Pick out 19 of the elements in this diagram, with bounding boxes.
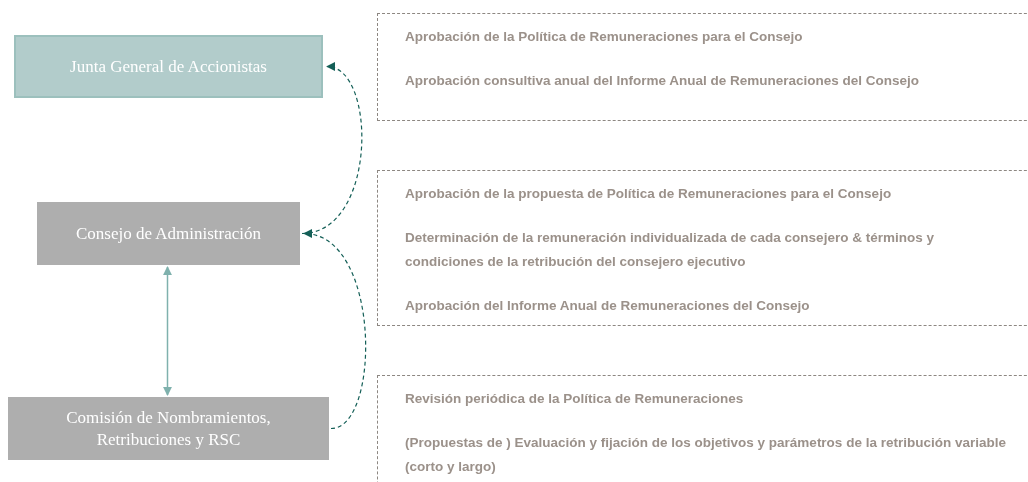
dashed-panel <box>377 13 1028 121</box>
process-box <box>37 202 300 265</box>
item-text: Aprobación consultiva anual del Informe Anual de Remuneraciones del Consejo <box>405 72 921 90</box>
arrow <box>163 266 172 396</box>
dashed-panel <box>377 375 1028 482</box>
box-label: Junta General de Accionistas <box>70 55 267 78</box>
item-text: (Propuestas de ) Evaluación y fijación de los objetivos y parámetros de la retribución variable (corto y largo) <box>405 434 1007 476</box>
item-text: Revisión periódica de la Política de Remuneraciones <box>405 390 745 408</box>
process-box <box>8 397 329 460</box>
process-box <box>14 35 323 98</box>
dashed-panel <box>377 170 1028 326</box>
arrow <box>303 230 367 430</box>
arrow <box>301 64 363 235</box>
item-text: Aprobación de la Política de Remuneraciones para el Consejo <box>405 28 804 46</box>
item-text: Aprobación de la propuesta de Política de Remuneraciones para el Consejo <box>405 185 893 203</box>
item-text: Aprobación del Informe Anual de Remuneraciones del Consejo <box>405 297 811 315</box>
box-label: Consejo de Administración <box>75 222 262 245</box>
box-label: Comisión de Nombramientos, Retribuciones y RSC <box>65 406 272 451</box>
item-text: Determinación de la remuneración individualizada de cada consejero & términos y condiciones de la retribución del consejero ejecutivo <box>405 229 935 271</box>
